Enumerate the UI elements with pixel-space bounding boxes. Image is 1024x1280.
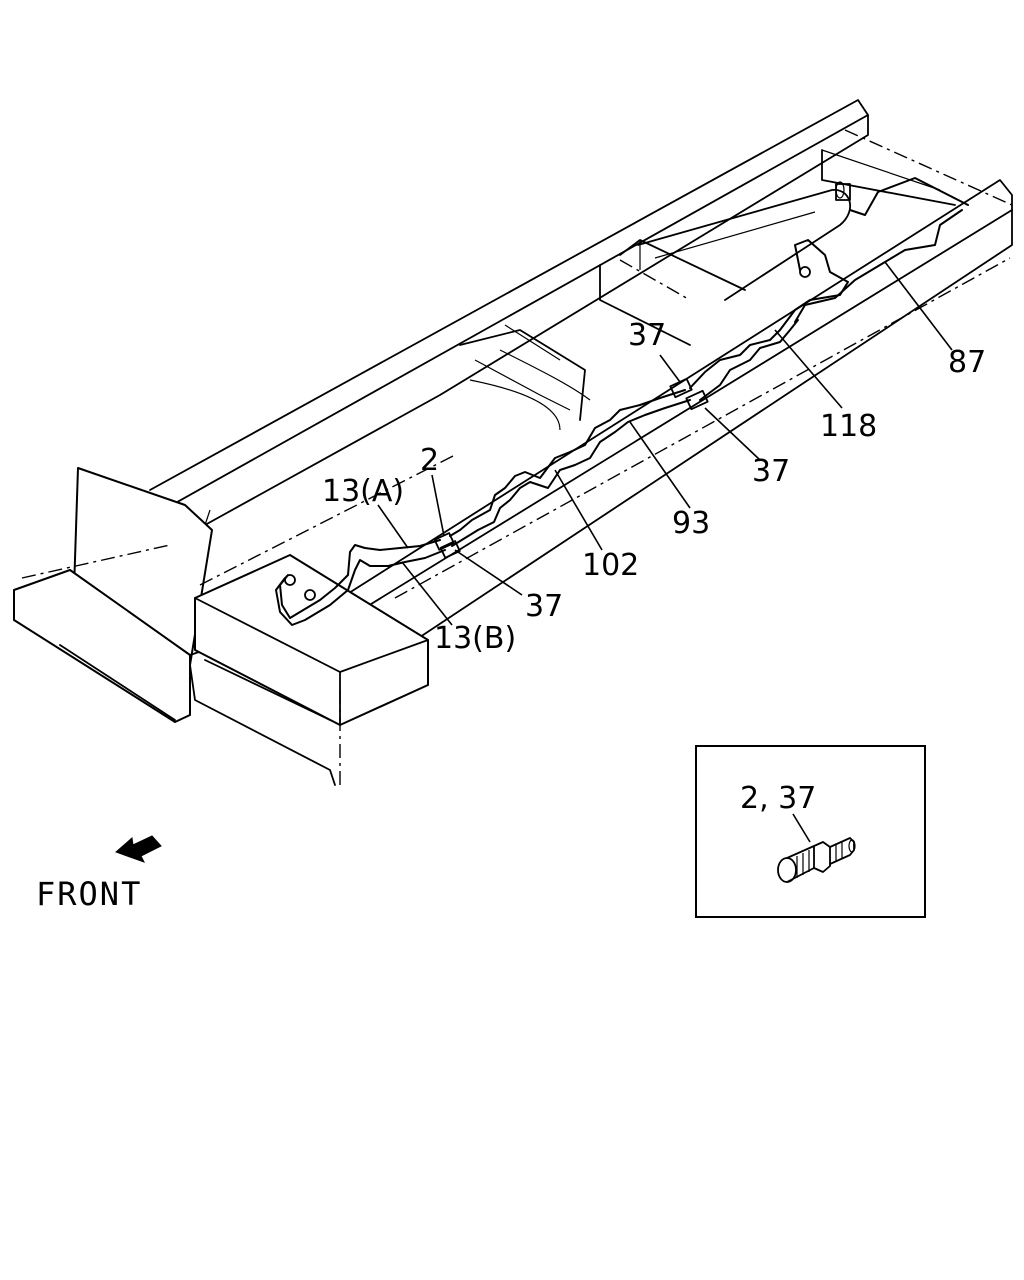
callout-87: 87 xyxy=(948,345,986,380)
callout-2: 2 xyxy=(420,443,439,478)
fittings xyxy=(284,266,811,601)
union-fitting-icon xyxy=(433,532,461,559)
callout-13b: 13(B) xyxy=(434,621,516,656)
bolt-icon xyxy=(284,266,811,601)
arrow-front-icon xyxy=(115,835,162,863)
front-label: FRONT xyxy=(36,875,142,913)
callout-118: 118 xyxy=(820,409,877,444)
callout-37-right: 37 xyxy=(752,454,790,489)
callout-93: 93 xyxy=(672,506,710,541)
detail-inset: 2, 37 xyxy=(695,745,926,918)
callout-37-lower: 37 xyxy=(525,589,563,624)
union-fitting-icon xyxy=(777,837,856,883)
callout-13a: 13(A) xyxy=(322,474,404,509)
callout-102: 102 xyxy=(582,548,639,583)
detail-label: 2, 37 xyxy=(740,781,816,816)
leader-lines xyxy=(377,261,953,626)
front-indicator: FRONT xyxy=(36,835,162,913)
callout-37-top: 37 xyxy=(628,318,666,353)
union-fitting-icon xyxy=(669,377,709,411)
